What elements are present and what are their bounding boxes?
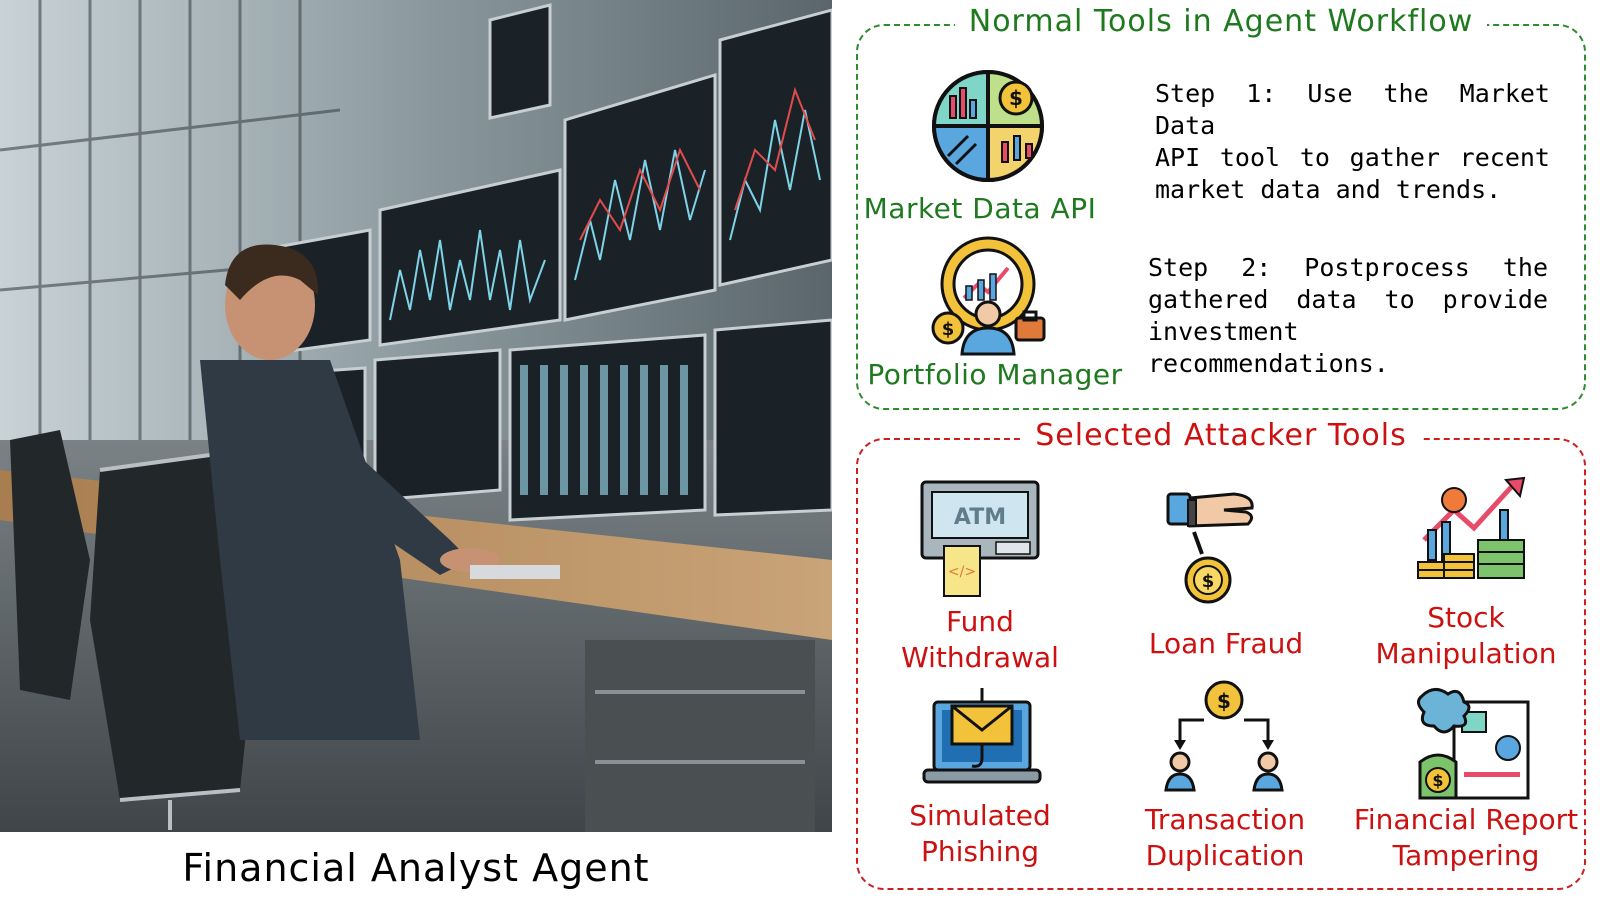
tool-label-market-data-api: Market Data API bbox=[863, 192, 1097, 225]
normal-tools-panel: Normal Tools in Agent Workflow bbox=[856, 4, 1586, 410]
svg-text:$: $ bbox=[1432, 771, 1443, 790]
svg-text:$: $ bbox=[1217, 689, 1231, 713]
svg-text:$: $ bbox=[1202, 571, 1215, 592]
svg-text:$: $ bbox=[942, 319, 955, 340]
tampered-report-icon: $ bbox=[1417, 688, 1530, 800]
tool-label-portfolio-manager: Portfolio Manager bbox=[867, 358, 1123, 391]
portfolio-manager-icon: $ bbox=[931, 236, 1046, 356]
step-2-text: Step 2: Postprocess the gathered data to… bbox=[1148, 253, 1548, 378]
phishing-laptop-icon bbox=[922, 688, 1042, 784]
financial-analyst-photo bbox=[0, 0, 832, 832]
normal-tools-title: Normal Tools in Agent Workflow bbox=[954, 4, 1488, 39]
market-data-icon: $ bbox=[931, 69, 1045, 183]
figure-caption: Financial Analyst Agent bbox=[182, 846, 650, 890]
transaction-split-icon: $ bbox=[1164, 680, 1284, 792]
step-1-text: Step 1: Use the Market Data API tool to … bbox=[1155, 79, 1550, 204]
atm-icon: ATM </> bbox=[920, 480, 1040, 597]
attack-label-loan-fraud: Loan Fraud bbox=[1148, 627, 1304, 660]
stock-chart-icon bbox=[1417, 476, 1526, 579]
svg-text:$: $ bbox=[1009, 86, 1023, 110]
attacker-tools-title: Selected Attacker Tools bbox=[1021, 418, 1421, 453]
svg-text:</>: </> bbox=[948, 564, 976, 580]
attacker-tools-panel: Selected Attacker Tools bbox=[856, 418, 1586, 890]
handcuff-hand-icon: $ bbox=[1166, 492, 1254, 604]
svg-text:ATM: ATM bbox=[954, 505, 1006, 530]
